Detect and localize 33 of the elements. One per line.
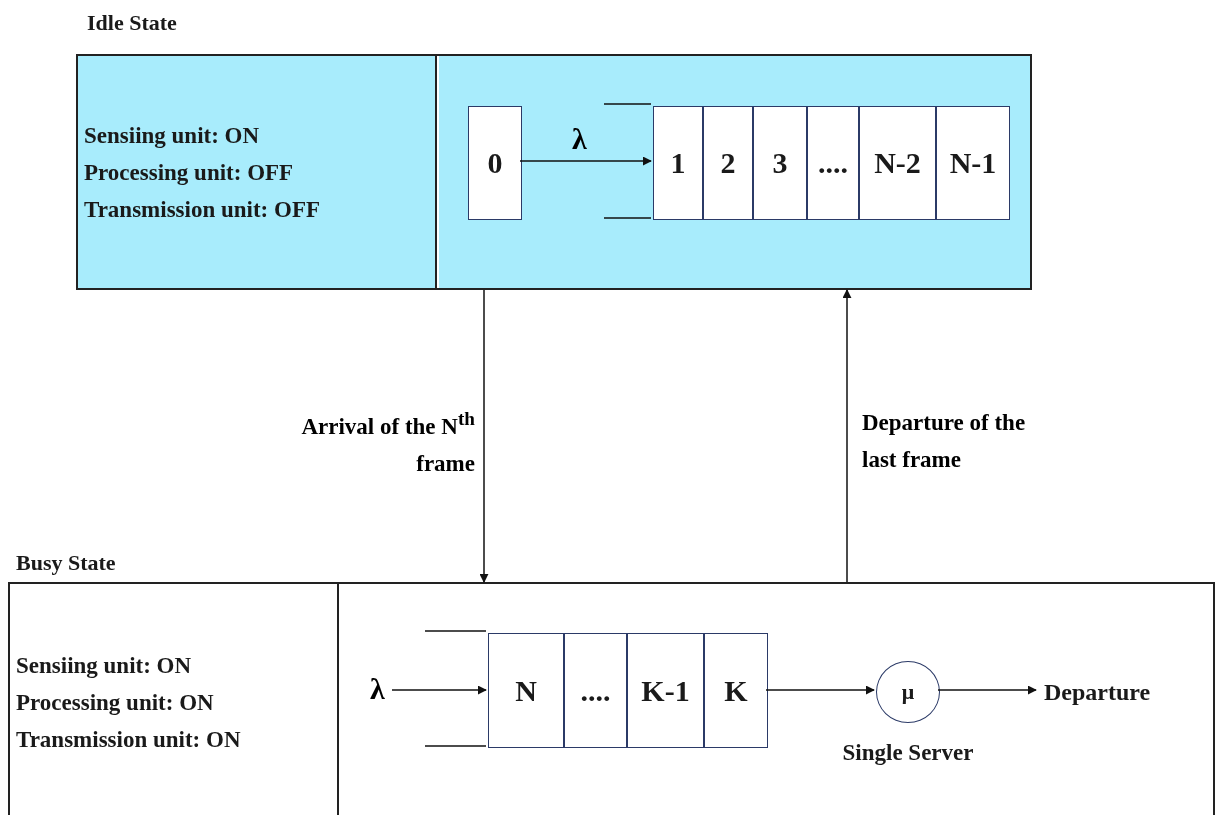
arrow — [519, 156, 652, 166]
departure-text: Departure — [1044, 674, 1204, 710]
status-panel — [78, 56, 437, 288]
state-title: Busy State — [16, 550, 116, 576]
arrow — [842, 289, 852, 583]
queue-slot: N-2 — [859, 106, 936, 220]
queue-slot: N-1 — [936, 106, 1010, 220]
queue-slot: 2 — [703, 106, 753, 220]
queue-slot: N — [488, 633, 564, 748]
queue-slot: K — [704, 633, 768, 748]
arrow — [391, 685, 487, 695]
queue-slot: .... — [564, 633, 627, 748]
edge-label: Departure of the last frame — [862, 409, 1027, 474]
status-text: Transmission unit: OFF — [84, 195, 321, 224]
status-text: Sensiing unit: ON — [84, 121, 261, 150]
status-text: Processing unit: OFF — [84, 158, 295, 187]
edge-label: λ — [370, 671, 385, 707]
queue-slot: 0 — [468, 106, 522, 220]
queue-slot: .... — [807, 106, 859, 220]
arrow — [479, 289, 489, 583]
status-text: Sensiing unit: ON — [16, 651, 193, 680]
queue-panel — [439, 56, 1030, 288]
state-title: Idle State — [87, 10, 177, 36]
server-caption: Single Server — [842, 740, 974, 766]
edge-label: λ — [572, 121, 587, 157]
status-text: Transmission unit: ON — [16, 725, 242, 754]
queue-slot: 1 — [653, 106, 703, 220]
arrow — [765, 685, 875, 695]
queue-slot: 3 — [753, 106, 807, 220]
edge-label: Arrival of the N$^{th}$ frame — [300, 407, 475, 478]
arrow — [937, 685, 1037, 695]
queue-slot: K-1 — [627, 633, 704, 748]
status-text: Processing unit: ON — [16, 688, 215, 717]
